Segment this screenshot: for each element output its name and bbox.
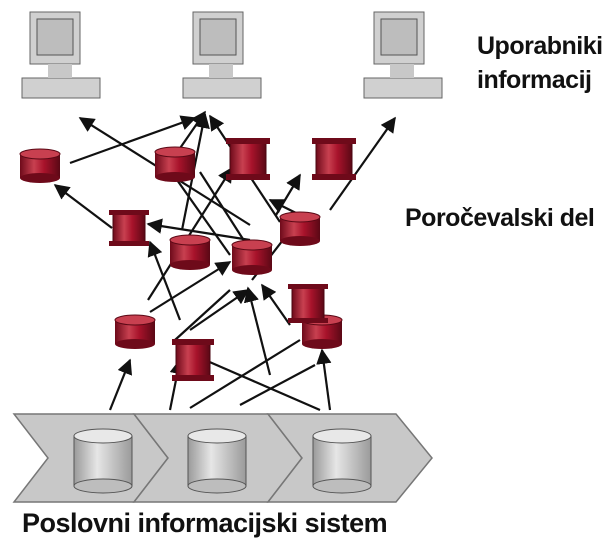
- database-cylinder-icon: [114, 314, 156, 349]
- report-scroll-icon: [312, 138, 356, 180]
- database-cylinder-icon: [312, 428, 372, 494]
- database-cylinder-icon: [169, 234, 211, 270]
- database-cylinder-icon: [279, 211, 321, 246]
- database-cylinder-icon: [73, 428, 133, 494]
- data-flow-arrows: [53, 110, 396, 412]
- report-scroll-icon: [109, 210, 149, 246]
- computer-icon: [21, 11, 101, 99]
- users-label-line2: informacij: [477, 66, 592, 94]
- database-cylinder-icon: [19, 148, 61, 183]
- computer-icon: [182, 11, 262, 99]
- report-scroll-icon: [226, 138, 270, 180]
- report-scroll-icon: [172, 339, 214, 381]
- database-cylinder-icon: [187, 428, 247, 494]
- users-label-line1: Uporabniki: [477, 32, 603, 60]
- business-system-label: Poslovni informacijski sistem: [22, 508, 388, 538]
- database-cylinder-icon: [154, 146, 196, 182]
- report-scroll-icon: [288, 284, 328, 323]
- reporting-layer-label: Poročevalski del: [405, 204, 595, 232]
- database-cylinder-icon: [231, 239, 273, 275]
- computer-icon: [363, 11, 443, 99]
